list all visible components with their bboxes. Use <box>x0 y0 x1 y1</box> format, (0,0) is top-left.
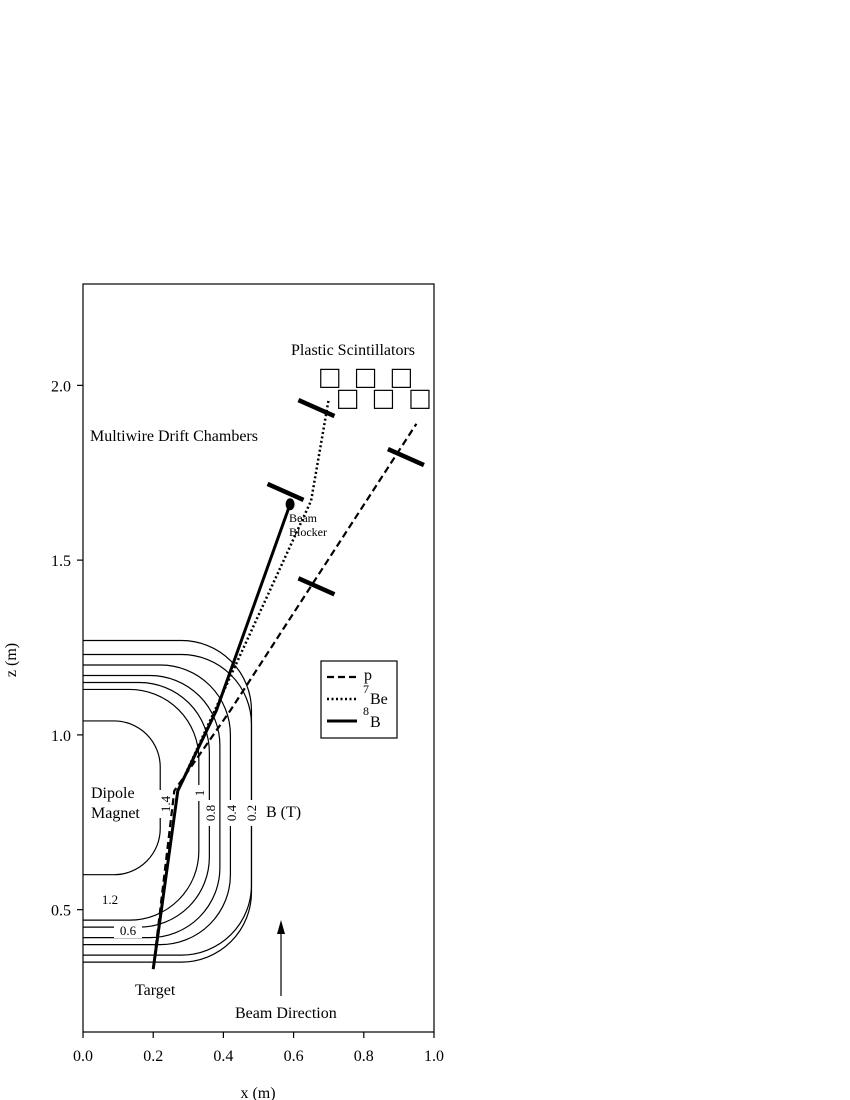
y-axis-label: z (m) <box>3 643 20 677</box>
y-tick-label: 1.0 <box>51 728 71 745</box>
beam-direction-arrow <box>277 920 285 996</box>
drift-chamber <box>297 398 336 419</box>
contour-label-1-2: 1.2 <box>102 892 118 907</box>
contour-labels: 1.4 1 0.8 0.4 0.2 1.2 0.6 <box>96 785 259 938</box>
trajectory-8B <box>151 503 292 970</box>
field-contour <box>83 720 161 876</box>
x-tick-label: 0.0 <box>73 1048 93 1065</box>
contour-label-1-4: 1.4 <box>158 795 173 812</box>
trajectory-p <box>152 423 418 970</box>
trajectories <box>151 399 418 970</box>
contour-label-1: 1 <box>192 790 207 797</box>
scintillator <box>338 389 358 409</box>
legend-label-p: p <box>364 667 372 684</box>
x-tick-label: 0.8 <box>354 1048 374 1065</box>
x-axis-label: x (m) <box>240 1085 275 1100</box>
beam-direction-label: Beam Direction <box>235 1005 337 1022</box>
contour-label-0-6: 0.6 <box>120 923 137 938</box>
beam-blocker-label-1: Beam <box>289 511 318 525</box>
y-tick-label: 2.0 <box>51 378 71 395</box>
beam-blocker-label-2: Blocker <box>289 525 327 539</box>
legend-label-b8: B <box>370 714 381 731</box>
plot-frame <box>82 283 435 1033</box>
legend-box <box>320 660 398 739</box>
scintillator <box>355 368 376 388</box>
field-contour <box>83 674 221 939</box>
scintillator <box>410 389 430 409</box>
legend-label-be7: Be <box>370 691 388 708</box>
legend: p 7 Be 8 B <box>320 660 398 739</box>
drift-chambers <box>266 398 425 597</box>
scintillator <box>391 368 411 388</box>
beam-blocker <box>285 498 295 511</box>
y-tick-label: 0.5 <box>51 903 71 920</box>
trajectory-7Be <box>151 399 330 970</box>
plastic-scintillators-label: Plastic Scintillators <box>291 342 415 359</box>
drift-chamber <box>387 446 425 468</box>
legend-sup-be7: 7 <box>363 682 369 696</box>
target-label: Target <box>135 982 176 999</box>
contour-label-0-8: 0.8 <box>203 805 218 821</box>
drift-chamber <box>266 481 305 503</box>
plastic-scintillators <box>320 368 430 409</box>
multiwire-drift-chambers-label: Multiwire Drift Chambers <box>90 428 258 445</box>
field-contour <box>83 688 200 921</box>
legend-sup-b8: 8 <box>363 704 369 718</box>
contour-label-0-4: 0.4 <box>224 804 239 821</box>
x-tick-label: 0.6 <box>284 1048 304 1065</box>
dipole-magnet-label-1: Dipole <box>91 785 135 802</box>
scintillator <box>320 368 340 388</box>
x-tick-label: 0.4 <box>213 1048 233 1065</box>
x-axis-ticks: 0.0 0.2 0.4 0.6 0.8 1.0 <box>73 1032 444 1065</box>
scintillator <box>373 389 394 409</box>
y-axis-ticks: 0.5 1.0 1.5 2.0 <box>51 378 83 920</box>
field-unit-label: B (T) <box>266 804 301 821</box>
dipole-magnet-label-2: Magnet <box>91 805 140 822</box>
y-tick-label: 1.5 <box>51 553 71 570</box>
contour-label-0-2: 0.2 <box>244 805 259 821</box>
x-tick-label: 1.0 <box>424 1048 444 1065</box>
x-tick-label: 0.2 <box>143 1048 163 1065</box>
drift-chamber <box>297 576 336 597</box>
